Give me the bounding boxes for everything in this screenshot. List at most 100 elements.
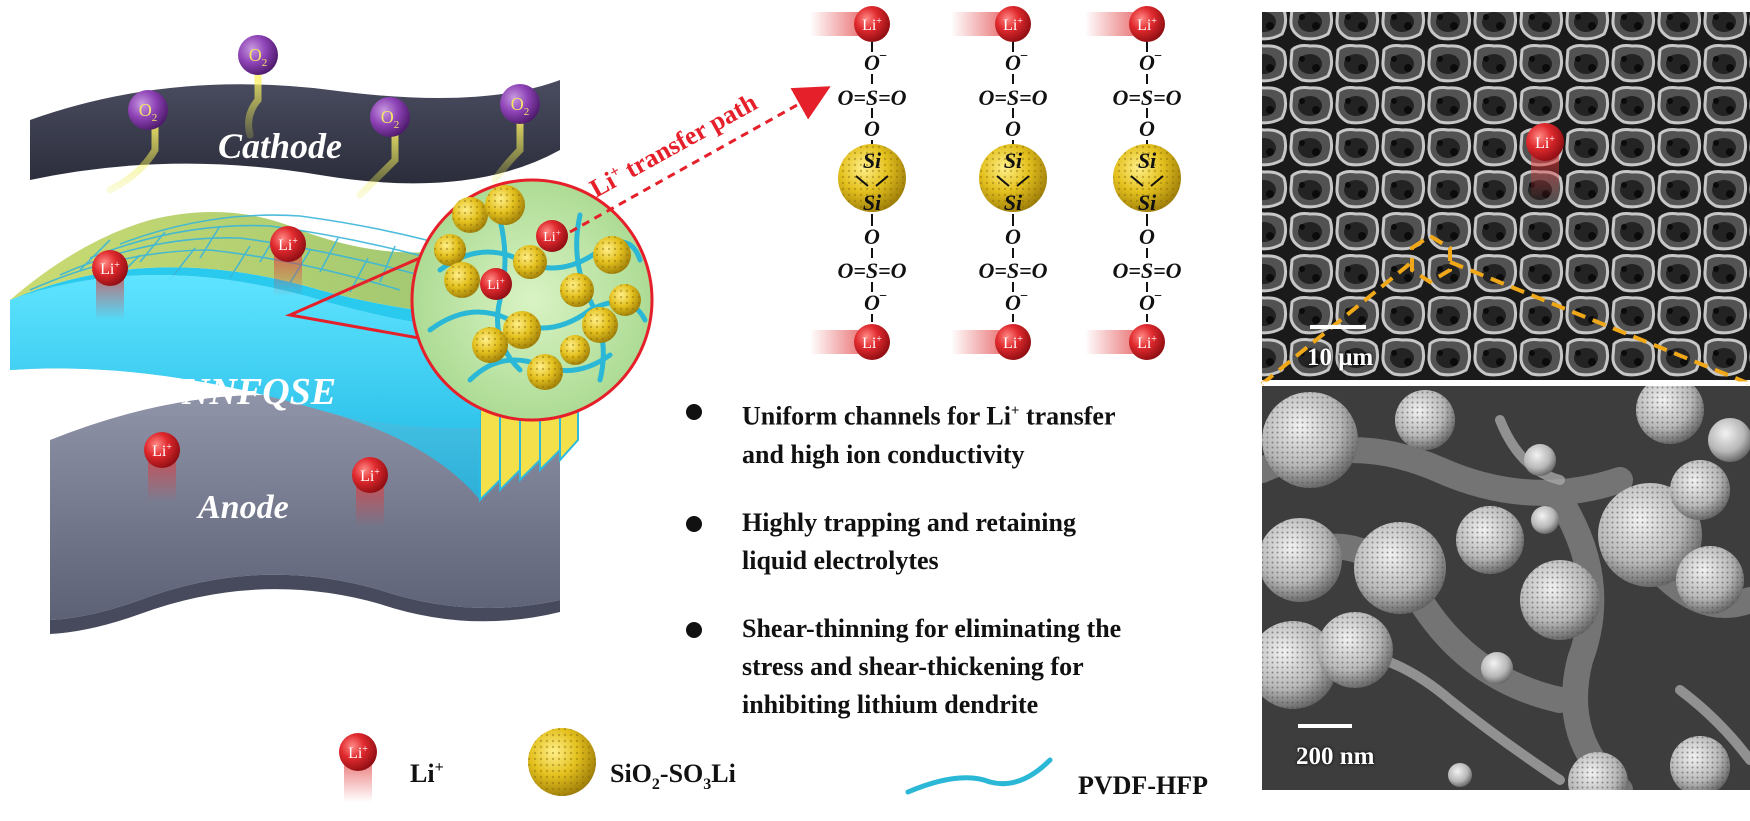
chain-atom-label: O xyxy=(1139,116,1155,141)
o2-icon: O2 xyxy=(500,84,540,124)
o2-icon: O2 xyxy=(128,90,168,130)
svg-text:Li+: Li+ xyxy=(1535,134,1555,152)
charge-label: − xyxy=(1020,49,1028,64)
o2-icon: O2 xyxy=(370,97,410,137)
sem-top-scale-label: 10 μm xyxy=(1307,344,1374,371)
cathode-label: Cathode xyxy=(218,126,342,166)
svg-text:O2: O2 xyxy=(381,107,400,131)
feature-item: Uniform channels for Li+ transfer and hi… xyxy=(682,392,1222,474)
silicon-atom-label: Si xyxy=(863,148,882,173)
chain-atom-label: O xyxy=(864,224,880,249)
feature-line: Shear-thinning for eliminating the xyxy=(742,613,1122,643)
chain-li-ion-icon: Li+ xyxy=(1085,6,1165,42)
o2-channels xyxy=(106,66,524,199)
silicon-atom-label: Si xyxy=(863,190,882,215)
li-ion-icon: Li+ xyxy=(480,268,512,300)
chain-atom-label: O xyxy=(864,290,880,315)
silica-particle-icon xyxy=(979,144,1047,212)
svg-text:Li+: Li+ xyxy=(1003,334,1023,352)
zoom-callout: Li+ Li+ xyxy=(284,178,654,422)
feature-item: Highly trapping and retaining liquid ele… xyxy=(682,504,1222,580)
li-ion-icon: Li+ xyxy=(144,432,180,502)
feature-item: Shear-thinning for eliminating the stres… xyxy=(682,610,1222,724)
bullet-dot-icon xyxy=(686,404,702,420)
sulfonate-group-label: O=S=O xyxy=(1112,85,1181,110)
legend-li-ion-icon: Li+ xyxy=(339,733,377,802)
sem-bottom-image xyxy=(1262,386,1750,790)
sem-bottom-scale-bar xyxy=(1298,724,1352,728)
feature-line: Highly trapping and retaining xyxy=(742,507,1076,537)
li-ion-icon: Li+ xyxy=(352,457,388,527)
svg-text:Li+: Li+ xyxy=(1003,16,1023,34)
sem-top-image xyxy=(1262,12,1750,380)
chain-bond xyxy=(1016,175,1030,187)
chain-li-ion-icon: Li+ xyxy=(1085,324,1165,360)
charge-label: − xyxy=(1154,289,1162,304)
transfer-path-arrow: Li+ transfer path xyxy=(569,86,831,234)
o2-molecules: O2 O2 O2 O2 xyxy=(128,35,540,137)
li-ion-icon: Li+ xyxy=(270,226,306,296)
bullet-dot-icon xyxy=(686,515,702,532)
svg-text:O2: O2 xyxy=(249,45,268,69)
charge-label: − xyxy=(1020,289,1028,304)
sulfonate-group-label: O=S=O xyxy=(978,85,1047,110)
anode-label: Anode xyxy=(196,489,289,526)
silicon-atom-label: Si xyxy=(1004,148,1023,173)
charge-label: − xyxy=(879,49,887,64)
svg-text:Li+: Li+ xyxy=(348,744,368,762)
feature-line: inhibiting lithium dendrite xyxy=(742,689,1039,719)
svg-text:O2: O2 xyxy=(139,100,158,124)
chain-li-ion-icon: Li+ xyxy=(810,6,890,42)
sulfonate-group-label: O=S=O xyxy=(978,258,1047,283)
sem-zoom-marker xyxy=(1260,233,1750,386)
chain-atom-label: O xyxy=(1139,50,1155,75)
legend-particle-icon xyxy=(528,728,596,796)
svg-text:Li+: Li+ xyxy=(152,442,172,460)
sulfonate-group-label: O=S=O xyxy=(837,258,906,283)
li-ions-left: Li+ Li+ Li+ Li+ xyxy=(92,226,388,527)
svg-text:Li+: Li+ xyxy=(862,334,882,352)
chain-atom-label: O xyxy=(864,50,880,75)
svg-text:Li+: Li+ xyxy=(100,260,120,278)
feature-line: liquid electrolytes xyxy=(742,545,939,575)
legend: Li+ Li+ SiO2-SO3Li PVDF-HFP xyxy=(339,728,1208,802)
chain-atom-label: O xyxy=(864,116,880,141)
silica-particle-icon xyxy=(1113,144,1181,212)
charge-label: − xyxy=(1154,49,1162,64)
chain-bond xyxy=(875,175,889,187)
svg-text:Li+: Li+ xyxy=(278,236,298,254)
sulfonate-group-label: O=S=O xyxy=(1112,258,1181,283)
bullet-dot-icon xyxy=(686,621,702,638)
feature-line: stress and shear-thickening for xyxy=(742,651,1084,681)
svg-text:Li+: Li+ xyxy=(1137,334,1157,352)
legend-li-label: Li+ xyxy=(410,759,444,788)
legend-sio2-label: SiO2-SO3Li xyxy=(610,759,736,793)
chain-atom-label: O xyxy=(1005,290,1021,315)
sem-bottom-scale-label: 200 nm xyxy=(1296,743,1375,770)
li-ion-icon: Li+ xyxy=(92,250,128,320)
o2-icon: O2 xyxy=(238,35,278,75)
charge-label: − xyxy=(879,289,887,304)
electrolyte-label: NNFQSE xyxy=(181,371,336,413)
silicon-atom-label: Si xyxy=(1004,190,1023,215)
feature-line: and high ion conductivity xyxy=(742,439,1025,469)
transfer-path-label: Li+ transfer path xyxy=(585,87,762,203)
chain-li-ion-icon: Li+ xyxy=(951,6,1031,42)
chain-li-ion-icon: Li+ xyxy=(951,324,1031,360)
sem-li-ion-icon: Li+ xyxy=(1526,123,1564,202)
chain-atom-label: O xyxy=(1005,116,1021,141)
svg-text:Li+: Li+ xyxy=(487,276,505,293)
svg-text:O2: O2 xyxy=(511,94,530,118)
li-ion-icon: Li+ xyxy=(536,220,568,252)
svg-text:Li+: Li+ xyxy=(1137,16,1157,34)
chain-atom-label: O xyxy=(1005,224,1021,249)
feature-line: Uniform channels for Li+ transfer xyxy=(742,401,1116,431)
silicon-atom-label: Si xyxy=(1138,190,1157,215)
chain-bond xyxy=(855,175,869,187)
svg-text:Li+: Li+ xyxy=(543,228,561,245)
chain-bond xyxy=(1150,175,1164,187)
silica-particle-icon xyxy=(838,144,906,212)
legend-pvdf-label: PVDF-HFP xyxy=(1078,771,1208,800)
feature-list: Uniform channels for Li+ transfer and hi… xyxy=(682,392,1222,754)
silicon-atom-label: Si xyxy=(1138,148,1157,173)
